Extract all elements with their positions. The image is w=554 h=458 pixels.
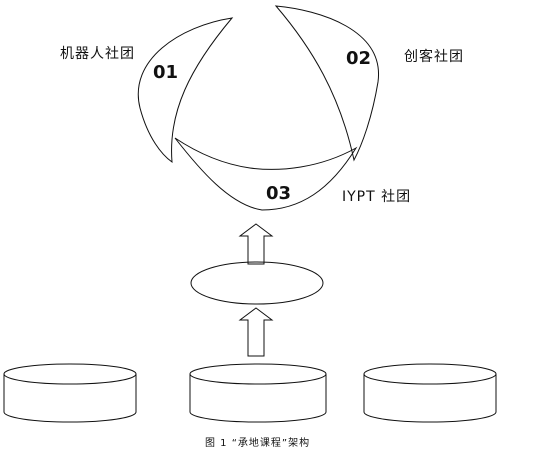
cylinder-middle: [189, 363, 327, 423]
arrow-up-lower: [238, 307, 274, 357]
club-number-01: 01: [153, 62, 179, 83]
petal-02: [274, 5, 379, 162]
arrow-up-upper: [238, 223, 274, 265]
club-label-robotics: 机器人社团: [60, 46, 135, 62]
club-label-iypt: IYPT 社团: [342, 189, 412, 205]
petal-01: [137, 17, 234, 164]
petal-03: [174, 137, 358, 211]
club-number-02: 02: [346, 48, 372, 69]
club-label-maker: 创客社团: [404, 49, 464, 65]
club-number-03: 03: [266, 183, 292, 204]
figure-caption: 图 1 “承地课程”架构: [205, 438, 311, 449]
cylinder-right: [363, 363, 497, 423]
middle-ellipse: [190, 261, 324, 305]
cylinder-left: [3, 363, 137, 423]
